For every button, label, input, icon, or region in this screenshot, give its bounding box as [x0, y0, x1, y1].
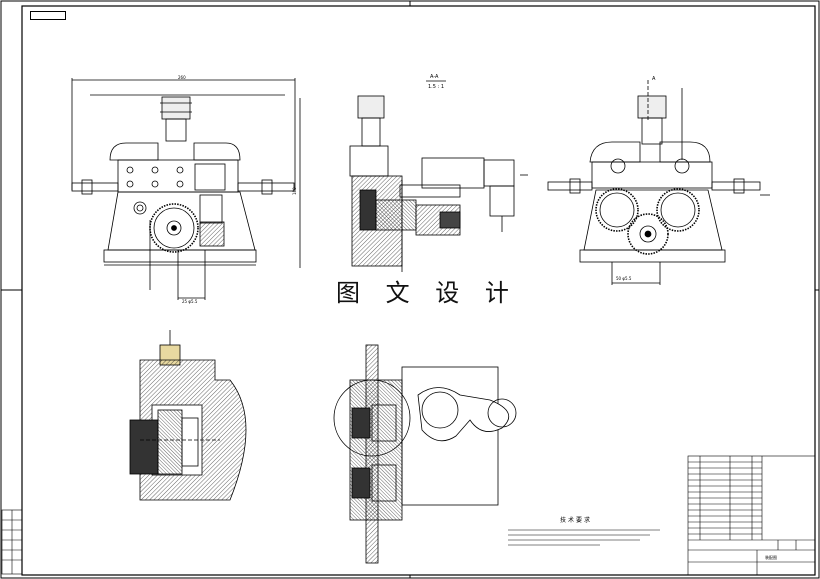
- title-block-name: 装配图: [765, 555, 777, 560]
- svg-text:50 φ5.5: 50 φ5.5: [616, 276, 632, 281]
- front-view: 260 180 25 φ5.5: [71, 75, 301, 304]
- tech-notes-title: 技术要求: [560, 517, 593, 524]
- corner-tag: [30, 11, 66, 20]
- detail-view-left: [129, 330, 247, 501]
- svg-text:180: 180: [292, 187, 297, 195]
- watermark: 图 文 设 计: [336, 279, 518, 307]
- section-view-a-a: [349, 80, 528, 272]
- side-view: 50 φ5.5: [547, 80, 770, 285]
- title-block: [687, 455, 816, 576]
- svg-text:260: 260: [178, 75, 186, 80]
- section-scale: 1.5 : 1: [428, 84, 444, 90]
- svg-text:25 φ5.5: 25 φ5.5: [182, 299, 198, 304]
- view-label-a: A: [652, 76, 656, 82]
- detail-view-center: [333, 344, 517, 564]
- technical-notes: [508, 529, 660, 546]
- section-label: A-A: [430, 74, 439, 80]
- left-margin-table: [1, 509, 23, 575]
